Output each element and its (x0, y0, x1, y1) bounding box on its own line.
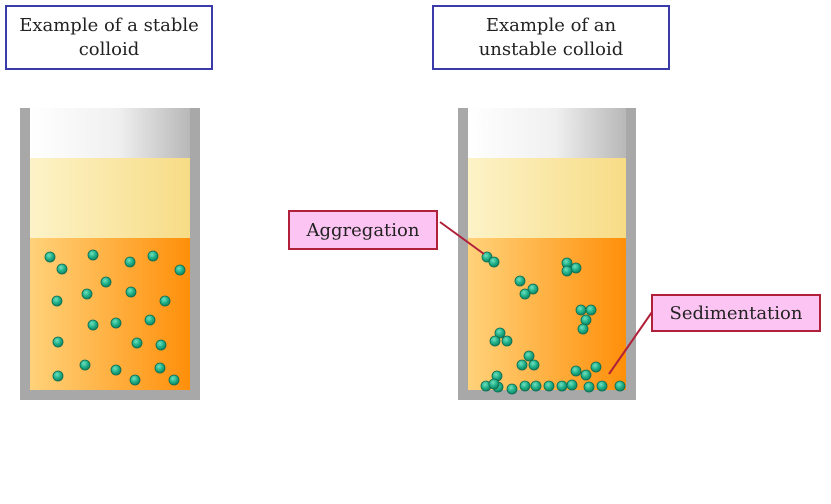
unstable-particle (575, 304, 587, 316)
unstable-particle (506, 383, 518, 395)
unstable-particle (596, 380, 608, 392)
unstable-particle (519, 380, 531, 392)
stable-particle (110, 364, 122, 376)
stable-particle (159, 295, 171, 307)
stable-particle (52, 370, 64, 382)
unstable-particle (566, 379, 578, 391)
stable-particle (131, 337, 143, 349)
stable-particle (87, 249, 99, 261)
unstable-particle (590, 361, 602, 373)
unstable-particle (580, 369, 592, 381)
unstable-particles (480, 251, 626, 395)
unstable-particle (530, 380, 542, 392)
stable-container (20, 108, 200, 400)
stable-particle (100, 276, 112, 288)
stable-particle (147, 250, 159, 262)
unstable-particle (556, 380, 568, 392)
stable-particle (125, 286, 137, 298)
unstable-colloid-title: Example of an unstable colloid (432, 5, 670, 70)
unstable-title-line-1: Example of an (485, 14, 617, 36)
unstable-particle (528, 359, 540, 371)
unstable-particle (570, 365, 582, 377)
aggregation-label: Aggregation (288, 210, 438, 250)
unstable-particle (583, 381, 595, 393)
stable-particle (51, 295, 63, 307)
unstable-particle (516, 359, 528, 371)
stable-colloid-title: Example of a stable colloid (5, 5, 213, 70)
unstable-container (458, 108, 636, 400)
unstable-supernatant (468, 158, 626, 238)
unstable-particle (489, 335, 501, 347)
unstable-particle (614, 380, 626, 392)
unstable-particle (523, 350, 535, 362)
sedimentation-label: Sedimentation (651, 294, 821, 332)
stable-particle (81, 288, 93, 300)
stable-particle (155, 339, 167, 351)
stable-particle (56, 263, 68, 275)
unstable-particle (488, 378, 500, 390)
unstable-particle (494, 327, 506, 339)
stable-particle (168, 374, 180, 386)
sedimentation-leader-line (608, 311, 653, 375)
stable-liquid (30, 238, 190, 390)
unstable-particle (561, 265, 573, 277)
aggregation-leader-line (439, 221, 485, 255)
stable-particle (44, 251, 56, 263)
unstable-particle (570, 262, 582, 274)
unstable-particle (585, 304, 597, 316)
unstable-particle (577, 323, 589, 335)
stable-particle (129, 374, 141, 386)
stable-supernatant (30, 158, 190, 238)
stable-title-line-1: Example of a stable (19, 14, 199, 36)
unstable-particle (527, 283, 539, 295)
stable-particle (174, 264, 186, 276)
stable-particle (110, 317, 122, 329)
unstable-particle (501, 335, 513, 347)
unstable-particle (543, 380, 555, 392)
stable-particle (87, 319, 99, 331)
stable-particle (52, 336, 64, 348)
unstable-particle (580, 314, 592, 326)
unstable-particle (514, 275, 526, 287)
stable-particle (154, 362, 166, 374)
stable-particle (144, 314, 156, 326)
stable-particle (124, 256, 136, 268)
stable-particles (44, 249, 186, 386)
unstable-particle (519, 288, 531, 300)
stable-title-line-2: colloid (78, 38, 140, 60)
unstable-particle (488, 256, 500, 268)
unstable-title-line-2: unstable colloid (478, 38, 624, 60)
stable-particle (79, 359, 91, 371)
